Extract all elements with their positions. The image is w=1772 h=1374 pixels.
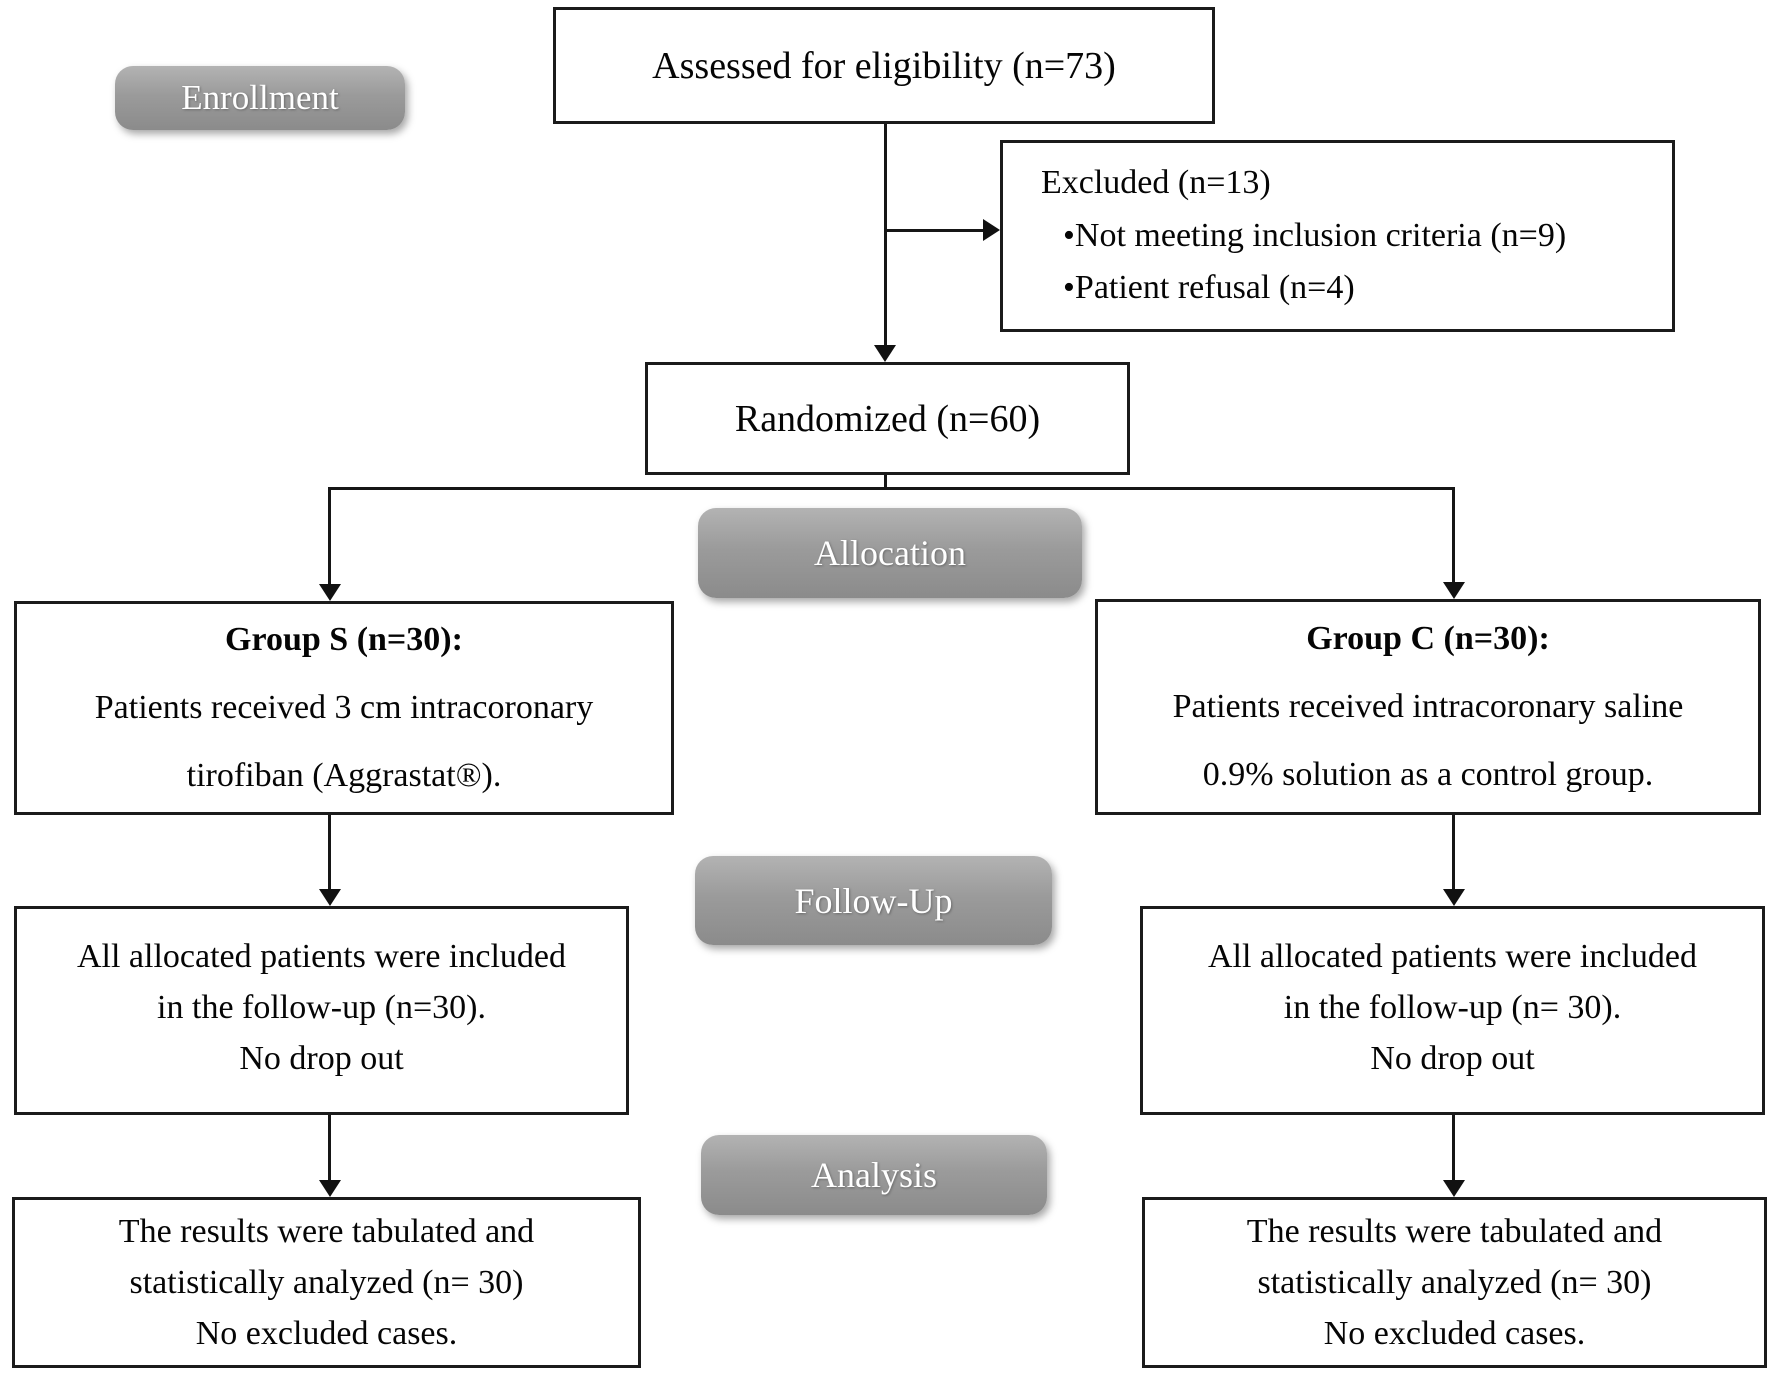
stage-badge-analysis-label: Analysis [811,1155,937,1195]
stage-badge-enrollment-label: Enrollment [181,78,339,117]
excluded-title: Excluded (n=13) [1041,163,1271,201]
followup-s-line-3: No drop out [239,1040,404,1077]
group-c-line-1: Patients received intracoronary saline [1172,688,1684,725]
stage-badge-analysis: Analysis [701,1135,1047,1215]
followup-c-line-2: in the follow-up (n= 30). [1283,989,1622,1026]
group-s-title: Group S (n=30): [225,621,463,658]
connector-followup-c-to-analysis [1452,1115,1455,1181]
arrowhead-into-group-c [1443,582,1465,599]
arrowhead-into-followup-c [1443,889,1465,906]
analysis-s-line-3: No excluded cases. [195,1315,458,1352]
connector-split-to-group-s [328,487,331,585]
analysis-c-line-2: statistically analyzed (n= 30) [1257,1264,1652,1301]
randomized-text: Randomized (n=60) [734,397,1041,440]
stage-badge-followup: Follow-Up [695,856,1052,945]
analysis-s-line-2: statistically analyzed (n= 30) [129,1264,524,1301]
arrowhead-into-group-s [319,584,341,601]
connector-assessed-to-randomized [884,124,887,346]
assessed-eligibility-text: Assessed for eligibility (n=73) [652,44,1116,87]
group-s-line-2: tirofiban (Aggrastat®). [186,757,502,794]
assessed-eligibility-box: Assessed for eligibility (n=73) [553,7,1215,124]
connector-followup-s-to-analysis [328,1115,331,1181]
group-s-allocation-box: Group S (n=30): Patients received 3 cm i… [14,601,674,815]
stage-badge-enrollment: Enrollment [115,66,405,130]
connector-split-to-group-c [1452,487,1455,583]
excluded-reason-1: •Not meeting inclusion criteria (n=9) [1063,216,1567,254]
stage-badge-followup-label: Follow-Up [794,880,953,921]
arrowhead-into-analysis-c [1443,1180,1465,1197]
excluded-box: Excluded (n=13) •Not meeting inclusion c… [1000,140,1675,332]
analysis-c-box: The results were tabulated and statistic… [1142,1197,1767,1368]
stage-badge-allocation: Allocation [698,508,1082,598]
analysis-s-line-1: The results were tabulated and [118,1213,535,1250]
group-s-line-1: Patients received 3 cm intracoronary [94,689,594,726]
analysis-s-box: The results were tabulated and statistic… [12,1197,641,1368]
followup-s-line-2: in the follow-up (n=30). [157,989,486,1026]
arrowhead-into-followup-s [319,889,341,906]
connector-group-s-to-followup [328,815,331,890]
group-c-allocation-box: Group C (n=30): Patients received intrac… [1095,599,1761,815]
followup-s-box: All allocated patients were included in … [14,906,629,1115]
arrowhead-into-randomized [874,345,896,362]
group-c-line-2: 0.9% solution as a control group. [1202,756,1654,793]
followup-c-line-3: No drop out [1370,1040,1535,1077]
followup-c-line-1: All allocated patients were included [1207,938,1698,975]
analysis-c-line-1: The results were tabulated and [1246,1213,1663,1250]
connector-randomized-stub [884,475,887,490]
analysis-c-line-3: No excluded cases. [1323,1315,1586,1352]
arrowhead-into-analysis-s [319,1180,341,1197]
arrowhead-into-excluded [983,219,1000,241]
excluded-reason-2: •Patient refusal (n=4) [1063,269,1355,307]
group-c-title: Group C (n=30): [1306,620,1550,657]
connector-group-c-to-followup [1452,815,1455,890]
stage-badge-allocation-label: Allocation [814,533,966,573]
followup-c-box: All allocated patients were included in … [1140,906,1765,1115]
connector-split-horizontal [328,487,1455,490]
randomized-box: Randomized (n=60) [645,362,1130,475]
connector-stem-to-excluded [885,229,983,232]
followup-s-line-1: All allocated patients were included [76,938,567,975]
